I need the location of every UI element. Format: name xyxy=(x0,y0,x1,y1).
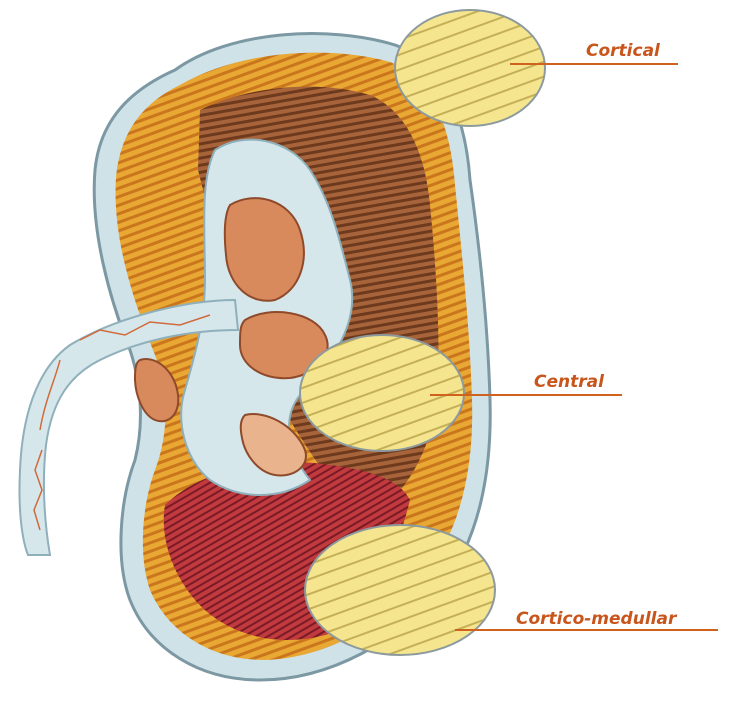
calyx-upper xyxy=(225,198,304,301)
label-cortico-medullar: Cortico-medullar xyxy=(516,609,676,629)
cyst-cortical xyxy=(395,10,545,126)
cyst-cortico-medullar xyxy=(305,525,495,655)
label-central: Central xyxy=(534,372,604,392)
label-cortical: Cortical xyxy=(586,41,660,61)
cyst-central xyxy=(300,335,464,451)
